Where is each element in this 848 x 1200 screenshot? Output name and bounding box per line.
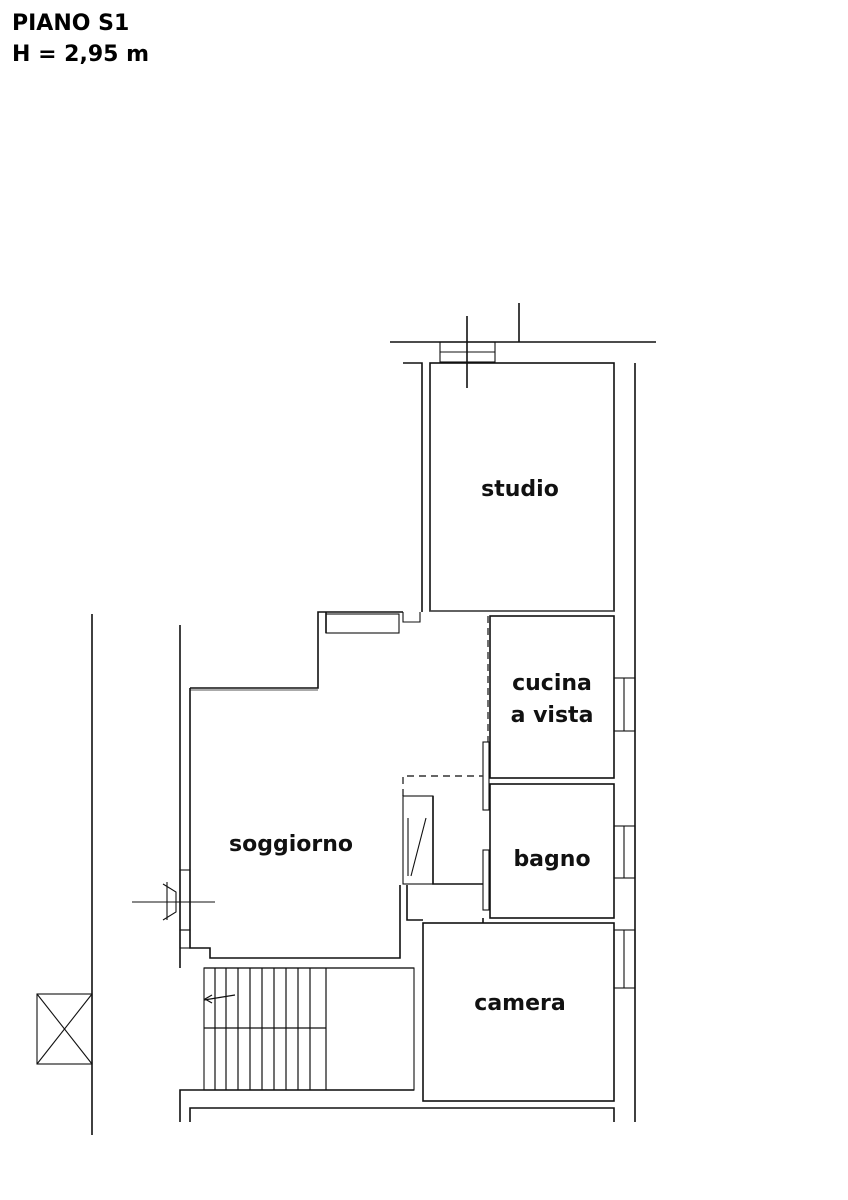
top-structure: [390, 303, 656, 388]
bagno-room: [482, 783, 615, 923]
ceiling-height: H = 2,95 m: [12, 42, 150, 67]
camera-room: [406, 885, 615, 1102]
staircase: [203, 967, 415, 1091]
label-camera: camera: [474, 991, 565, 1016]
label-cucina-line1: cucina: [512, 671, 592, 696]
right-exterior-wall: [613, 363, 636, 1122]
external-unit: [36, 993, 93, 1065]
label-studio: studio: [481, 477, 559, 502]
label-soggiorno: soggiorno: [229, 832, 353, 857]
soggiorno-room: [179, 611, 483, 968]
studio-room: [403, 362, 615, 612]
label-bagno: bagno: [513, 847, 590, 872]
plan-header: PIANO S1 H = 2,95 m: [12, 8, 149, 70]
entrance-marker: [132, 882, 215, 921]
floor-title: PIANO S1: [12, 11, 130, 36]
label-cucina-line2: a vista: [511, 703, 594, 728]
